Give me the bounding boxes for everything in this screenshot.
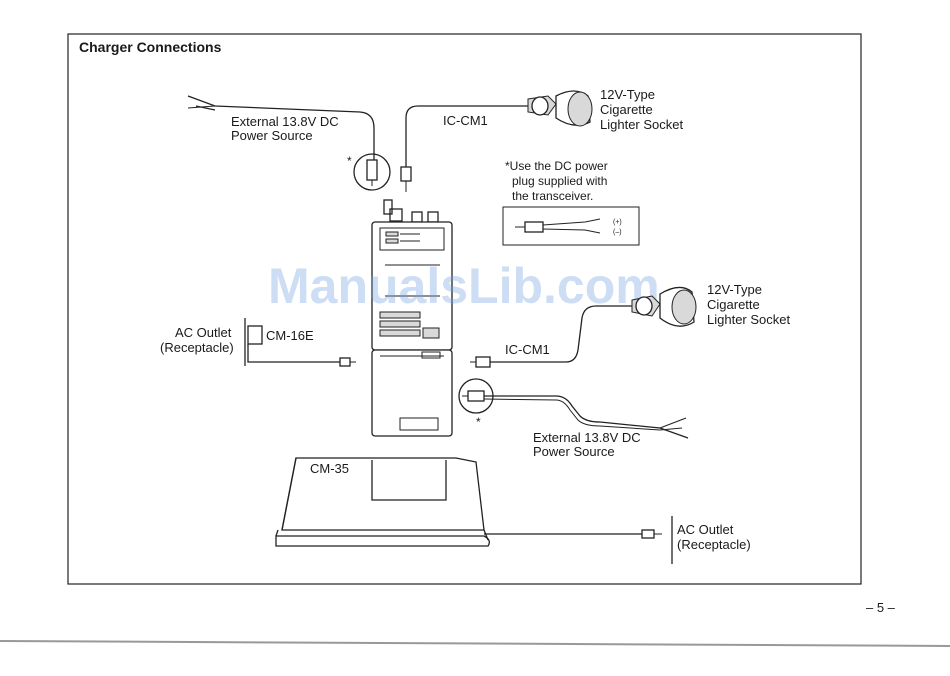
cigarette-plug-right [631,286,697,327]
asterisk-top: * [347,154,352,168]
ic-cm1-cable-top [400,105,530,192]
ac-outlet-left-label-1: AC Outlet [175,325,232,340]
ext-power-bottom-label-1: External 13.8V DC [533,430,641,445]
cm35-charger [275,457,673,564]
note-line-2: plug supplied with [512,174,607,188]
socket-top-label-3: Lighter Socket [600,117,683,132]
ic-cm1-right-label: IC-CM1 [505,342,550,357]
socket-right-label-1: 12V-Type [707,282,762,297]
ac-outlet-right-label-2: (Receptacle) [677,537,751,552]
ac-outlet-right-label-1: AC Outlet [677,522,734,537]
transceiver [371,199,453,437]
external-power-cable-bottom [458,378,689,439]
socket-top-label-1: 12V-Type [600,87,655,102]
page-number: – 5 – [866,600,896,615]
minus-label: (–) [613,229,622,236]
socket-right-label-2: Cigarette [707,297,760,312]
diagram-title: Charger Connections [79,39,222,55]
socket-top-label-2: Cigarette [600,102,653,117]
external-power-cable-top [187,95,375,165]
cm35-label: CM-35 [310,461,349,476]
note-line-3: the transceiver. [512,189,593,203]
ic-cm1-top-label: IC-CM1 [443,113,488,128]
ac-outlet-left [244,318,356,367]
cm16e-label: CM-16E [266,328,314,343]
ic-cm1-cable-right [470,305,634,368]
dc-power-plug-circle [353,153,391,191]
socket-right-label-3: Lighter Socket [707,312,790,327]
cigarette-plug-top [527,90,593,127]
ac-outlet-left-label-2: (Receptacle) [160,340,234,355]
dc-plug-inset [502,206,640,246]
page-bottom-edge [0,640,950,647]
watermark: ManualsLib.com [268,258,660,314]
asterisk-bottom: * [476,415,481,429]
plus-label: (+) [613,219,622,226]
diagram-frame [67,33,862,585]
ext-power-top-label-1: External 13.8V DC [231,114,339,129]
note-line-1: *Use the DC power [505,159,608,173]
ext-power-bottom-label-2: Power Source [533,444,615,459]
ext-power-top-label-2: Power Source [231,128,313,143]
